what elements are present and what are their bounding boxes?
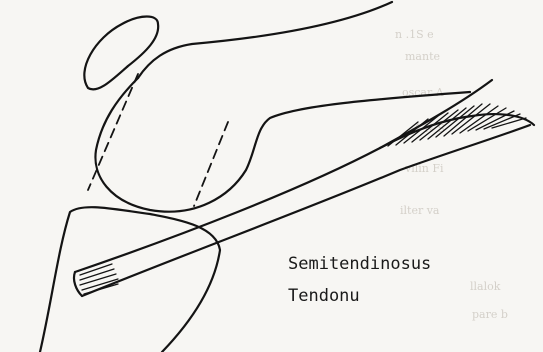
- tendon-label-line-1: Semitendinosus: [288, 254, 431, 274]
- dashed-line-anterior: [88, 74, 138, 190]
- femur-upper-contour: [138, 2, 392, 78]
- semitendinosus-tendon-upper: [75, 80, 492, 272]
- patella: [84, 17, 158, 90]
- muscle-fibers-proximal: [388, 104, 526, 146]
- dashed-line-posterior: [194, 122, 228, 206]
- tendon-distal-end: [74, 272, 82, 296]
- tendon-label-line-2: Tendonu: [288, 286, 360, 306]
- femur-condyle-contour: [95, 78, 470, 212]
